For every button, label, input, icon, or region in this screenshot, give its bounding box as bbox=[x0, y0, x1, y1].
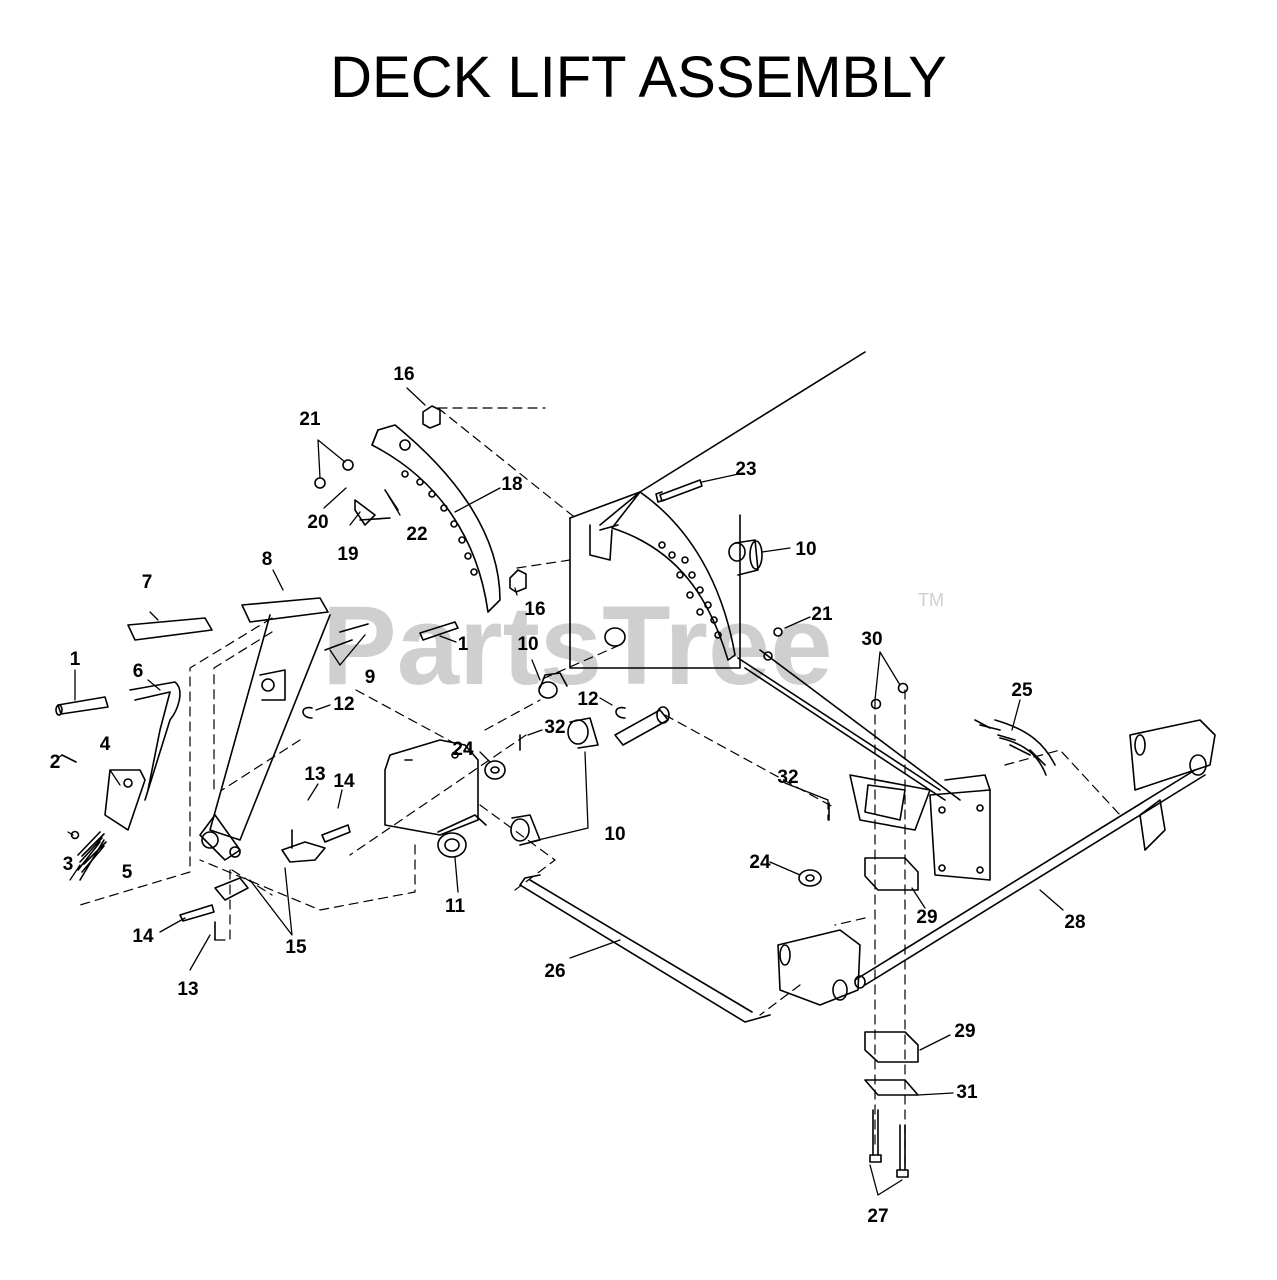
callout-27: 27 bbox=[867, 1206, 888, 1227]
callout-8: 8 bbox=[262, 549, 273, 570]
bolt-23 bbox=[655, 479, 703, 503]
callout-4: 4 bbox=[100, 734, 111, 755]
clevis-15 bbox=[179, 824, 351, 941]
callout-30: 30 bbox=[861, 629, 882, 650]
callout-24: 24 bbox=[452, 739, 474, 760]
callout-19: 19 bbox=[337, 544, 358, 565]
callout-25: 25 bbox=[1011, 680, 1033, 701]
callout-14: 14 bbox=[333, 771, 355, 792]
pedal-arm-8 bbox=[127, 597, 331, 861]
callout-32: 32 bbox=[544, 717, 565, 738]
callout-1: 1 bbox=[458, 634, 469, 655]
callout-20: 20 bbox=[307, 512, 328, 533]
callout-12: 12 bbox=[333, 694, 354, 715]
callout-11: 11 bbox=[445, 896, 466, 917]
callout-21: 21 bbox=[811, 604, 833, 625]
callout-12: 12 bbox=[577, 689, 598, 710]
handle-6 bbox=[55, 681, 181, 801]
callout-15: 15 bbox=[285, 937, 307, 958]
callout-22: 22 bbox=[406, 524, 427, 545]
nuts-30 bbox=[870, 682, 909, 710]
nut-3 bbox=[70, 830, 80, 840]
watermark: PartsTree TM bbox=[322, 583, 944, 708]
spacer-16 bbox=[422, 405, 527, 593]
bolts-27 bbox=[869, 1109, 909, 1178]
callout-2: 2 bbox=[50, 752, 61, 773]
callout-10: 10 bbox=[795, 539, 816, 560]
callout-5: 5 bbox=[122, 862, 133, 883]
callout-16: 16 bbox=[524, 599, 545, 620]
callout-29: 29 bbox=[916, 907, 937, 928]
watermark-trademark: TM bbox=[918, 590, 944, 610]
callout-29: 29 bbox=[954, 1021, 975, 1042]
callout-18: 18 bbox=[501, 474, 522, 495]
callout-21: 21 bbox=[299, 409, 321, 430]
leader-lines bbox=[57, 387, 1064, 1196]
bracket-4 bbox=[104, 769, 146, 831]
watermark-text: PartsTree bbox=[322, 583, 833, 708]
callout-24: 24 bbox=[749, 852, 771, 873]
spring-25 bbox=[974, 719, 1056, 776]
block-29 bbox=[864, 857, 919, 1063]
callout-28: 28 bbox=[1064, 912, 1085, 933]
callout-10: 10 bbox=[604, 824, 625, 845]
assembly-guide-lines bbox=[79, 407, 1121, 1166]
callout-26: 26 bbox=[544, 961, 565, 982]
nut-21-right bbox=[773, 627, 783, 637]
quadrant-plate-18 bbox=[371, 424, 501, 613]
callout-31: 31 bbox=[956, 1082, 978, 1103]
pin-2 bbox=[61, 754, 77, 763]
callout-3: 3 bbox=[63, 854, 74, 875]
rod-26 bbox=[519, 874, 771, 1023]
callout-1: 1 bbox=[70, 649, 81, 670]
plate-31 bbox=[864, 1079, 919, 1096]
e-clip-12 bbox=[302, 706, 670, 746]
cotter-pin-32 bbox=[519, 734, 830, 821]
bushing-10 bbox=[510, 539, 763, 846]
lift-shaft-28 bbox=[777, 719, 1216, 1006]
quadrant-plate-right bbox=[611, 491, 736, 661]
bolt-9 bbox=[324, 623, 369, 651]
diagram-title: DECK LIFT ASSEMBLY bbox=[330, 45, 947, 110]
callout-14: 14 bbox=[132, 926, 154, 947]
washer-24 bbox=[484, 760, 822, 887]
callout-16: 16 bbox=[393, 364, 414, 385]
callout-9: 9 bbox=[365, 667, 376, 688]
pin-1 bbox=[419, 621, 991, 881]
callout-32: 32 bbox=[777, 767, 798, 788]
spring-5 bbox=[77, 831, 107, 881]
callout-10: 10 bbox=[517, 634, 538, 655]
callout-13: 13 bbox=[304, 764, 325, 785]
callout-7: 7 bbox=[142, 572, 153, 593]
callout-13: 13 bbox=[177, 979, 198, 1000]
callout-6: 6 bbox=[133, 661, 144, 682]
callout-23: 23 bbox=[735, 459, 756, 480]
pivot-bracket-11 bbox=[384, 739, 487, 858]
callouts: 1 1 2 3 4 5 6 7 8 9 10 10 10 11 12 12 13… bbox=[50, 364, 1086, 1227]
